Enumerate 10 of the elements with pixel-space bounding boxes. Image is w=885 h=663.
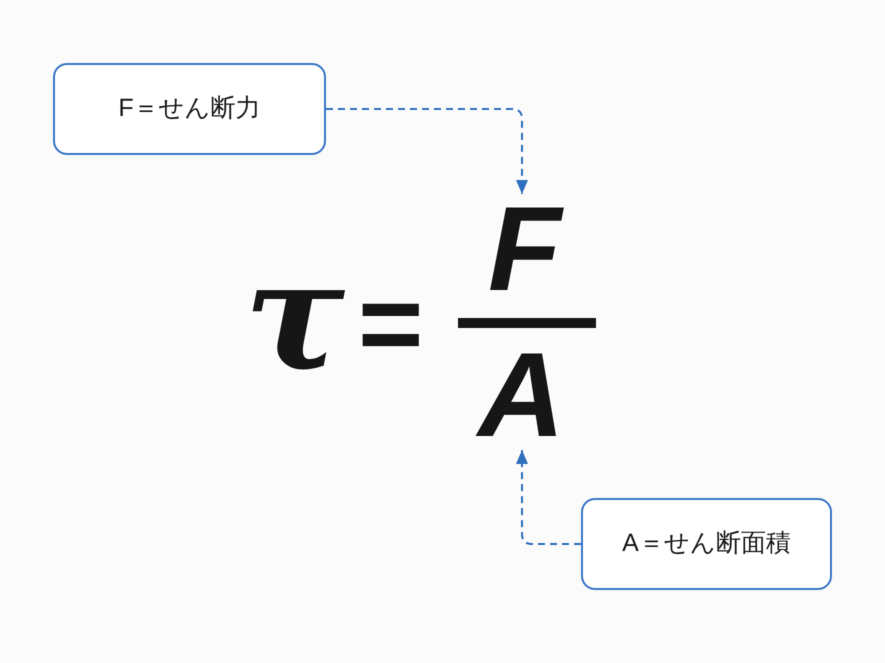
callout-text: A＝せん断面積: [622, 528, 791, 560]
formula-variable: A: [478, 340, 565, 450]
callout-box: [581, 498, 832, 590]
callout-text: F＝せん断力: [118, 93, 261, 124]
leader-arrow: [326, 108, 528, 194]
leader-arrow: [516, 450, 581, 545]
equals-sign: =: [358, 302, 424, 347]
tau-symbol: τ: [244, 264, 345, 369]
callout-box: [53, 63, 326, 155]
formula-variable: F: [488, 194, 562, 304]
